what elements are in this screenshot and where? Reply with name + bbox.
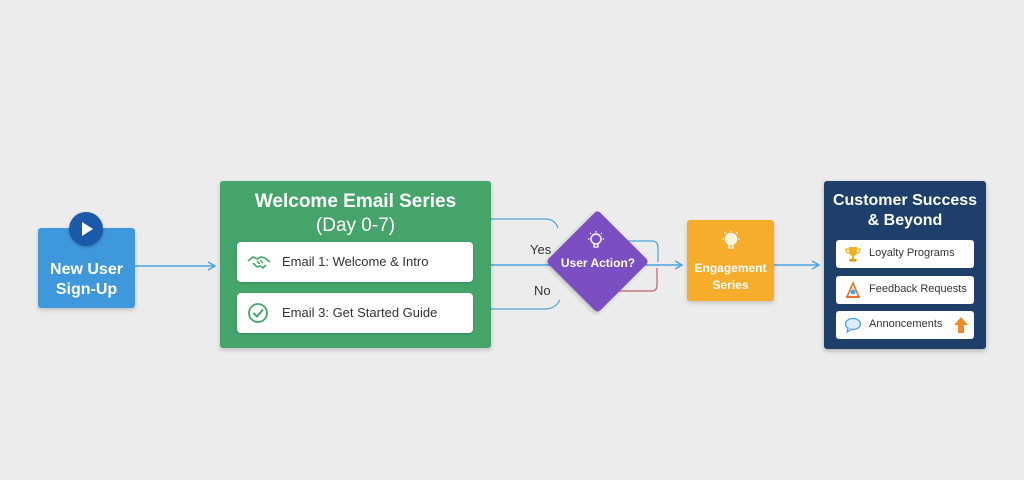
item-label: Feedback Requests — [869, 283, 967, 295]
no-branch-label: No — [534, 283, 551, 298]
lightbulb-icon — [588, 231, 604, 248]
email-card-get-started[interactable]: Email 3: Get Started Guide — [237, 293, 473, 333]
start-label-line1: New User — [50, 261, 123, 278]
checkmark-circle-icon — [248, 303, 268, 323]
connector-yes-path — [491, 218, 559, 229]
item-label: Annoncements — [869, 318, 943, 330]
item-label: Loyalty Programs — [869, 247, 955, 259]
play-icon[interactable] — [69, 212, 103, 246]
feedback-icon — [845, 281, 861, 298]
handshake-icon — [247, 256, 271, 270]
item-loyalty-programs[interactable]: Loyalty Programs — [836, 240, 974, 268]
decision-label: User Action? — [560, 256, 636, 270]
success-title-line1: Customer Success — [832, 192, 978, 209]
lightbulb-icon — [722, 230, 740, 249]
email-card-label: Email 3: Get Started Guide — [282, 305, 438, 320]
customer-success-node[interactable]: Customer Success & Beyond Loyalty Progra… — [824, 181, 986, 349]
welcome-title: Welcome Email Series — [254, 191, 457, 212]
email-card-label: Email 1: Welcome & Intro — [282, 254, 429, 269]
yes-branch-label: Yes — [530, 242, 552, 257]
welcome-email-series-node[interactable]: Welcome Email Series (Day 0-7) Email 1: … — [220, 181, 491, 348]
start-label-line2: Sign-Up — [55, 281, 118, 298]
speech-bubble-icon — [844, 317, 862, 334]
arrow-up-icon — [954, 317, 968, 333]
success-title-line2: & Beyond — [867, 212, 943, 229]
engagement-label-line1: Engagement — [694, 261, 767, 275]
connector-no-path — [491, 299, 561, 310]
engagement-series-node[interactable]: Engagement Series — [687, 220, 774, 301]
trophy-icon — [845, 247, 861, 262]
item-feedback-requests[interactable]: Feedback Requests — [836, 276, 974, 304]
welcome-subtitle: (Day 0-7) — [315, 215, 396, 236]
engagement-label-line2: Series — [712, 278, 749, 292]
item-announcements[interactable]: Annoncements — [836, 311, 974, 339]
email-card-welcome-intro[interactable]: Email 1: Welcome & Intro — [237, 242, 473, 282]
new-user-signup-node[interactable]: New User Sign-Up — [38, 228, 135, 308]
